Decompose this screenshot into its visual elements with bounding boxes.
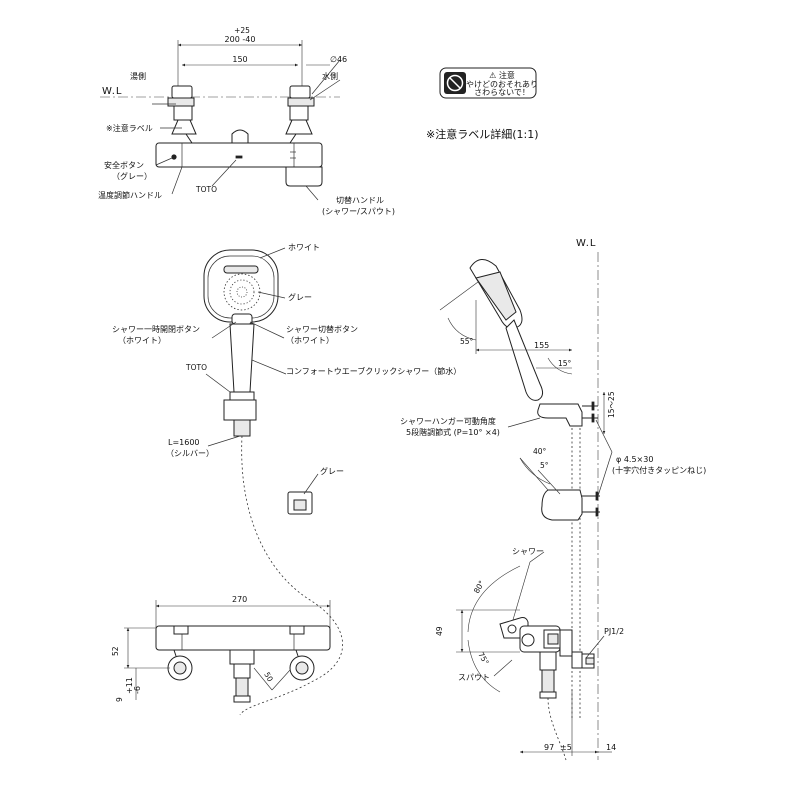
angle-80: 80° [472,579,487,595]
dim-9: 9 [115,697,124,702]
hanger-angle-label: シャワーハンガー可動角度 [400,416,496,426]
shower-direction-label: シャワー [512,547,544,556]
screw-sub-label: (十字穴付きタッピンねじ) [612,465,706,475]
gray-part-label: グレー [288,292,312,302]
top-toto-label: TOTO [195,185,217,194]
angle-75: 75° [476,651,491,667]
caution-line2: さわらないで！ [474,88,530,97]
faucet-end-view: シャワー 80° 49 75° スパウト PJ1/2 97 ±5 14 [435,547,624,761]
hose-color-label: （シルバー） [166,449,214,458]
caution-detail-title: ※注意ラベル詳細(1:1) [426,127,539,141]
dim-plus25: +25 [234,26,250,35]
angle-40: 40° [533,447,547,456]
dim-14: 14 [606,743,616,752]
dim-plus11: +11 [125,677,134,694]
caution-heading: ⚠ 注意 [489,70,515,80]
wl-label-top: W.L [102,86,123,97]
hose-length-label: L=1600 [168,438,200,447]
caution-label-detail: ⚠ 注意 やけどのおそれあり さわらないで！ ※注意ラベル詳細(1:1) [426,67,539,141]
dim-97: 97 [544,743,554,752]
angle-5: 5° [540,461,549,470]
hanger-part: グレー [287,466,344,515]
switch-handle-label: 切替ハンドル [336,195,384,205]
dim-49: 49 [435,626,444,636]
dim-dia46: ∅46 [330,55,347,64]
pj-label: PJ1/2 [604,627,624,636]
dim-52: 52 [111,646,120,656]
safety-button-label: 安全ボタン [104,160,144,170]
hanger-gray-label: グレー [320,466,344,476]
angle-15: 15° [558,359,572,368]
dim-50: 50 [262,671,275,684]
dim-150: 150 [232,55,247,64]
dim-minus6: -6 [133,686,142,694]
faucet-front-view: 52 270 9 +11 -6 50 [111,595,331,703]
head-toto-label: TOTO [185,363,207,372]
stop-button-color: （ホワイト） [118,336,166,345]
caution-line1: やけどのおそれあり [466,80,538,89]
safety-button-color: （グレー） [112,171,152,181]
caution-label-callout: ※注意ラベル [106,123,153,133]
faucet-top-view: +25 200 -40 150 ∅46 W.L 湯側 水側 ※注意ラベル 安全ボ… [98,26,395,216]
shower-head-front: ホワイト グレー シャワー一時開閉ボタン （ホワイト） シャワー切替ボタン （ホ… [112,243,461,716]
hot-side-label: 湯側 [130,71,146,81]
spout-label: スパウト [458,673,490,682]
dim-15-25: 15～25 [607,391,616,418]
side-view: W.L [400,238,706,760]
switch-handle-sub: (シャワー/スパウト) [322,207,395,216]
dim-overall-width: 200 -40 [225,35,256,44]
dim-155: 155 [534,341,549,350]
switch-button-color: （ホワイト） [286,336,334,345]
angle-55: 55° [460,337,474,346]
dim-270: 270 [232,595,247,604]
stop-button-label: シャワー一時開閉ボタン [112,325,200,334]
screw-label: φ 4.5×30 [616,455,653,464]
dim-pm5: ±5 [560,743,572,752]
white-part-label: ホワイト [288,243,320,252]
cold-side-label: 水側 [322,71,338,81]
wl-label-side: W.L [576,238,597,249]
product-name-label: コンフォートウエーブクリックシャワー（節水） [286,366,461,376]
switch-button-label: シャワー切替ボタン [286,324,358,334]
hanger-steps-label: 5段階調節式 (P=10° ×4) [406,427,500,437]
temp-handle-label: 温度調節ハンドル [98,190,162,200]
